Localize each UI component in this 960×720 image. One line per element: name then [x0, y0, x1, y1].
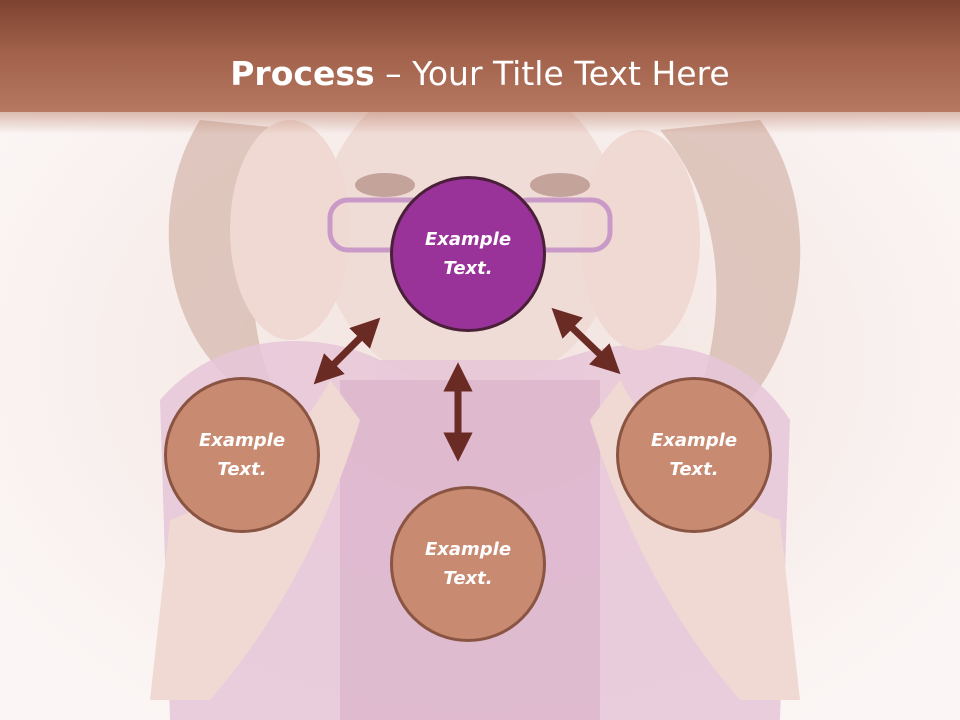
node-bottom-line2: Text. [443, 568, 493, 589]
node-center: Example Text. [390, 176, 546, 332]
arrow-center-left [313, 317, 381, 385]
title-bar-fade [0, 108, 960, 134]
node-right-line2: Text. [669, 459, 719, 480]
node-left-line2: Text. [217, 459, 267, 480]
node-center-line2: Text. [443, 258, 493, 279]
node-left-line1: Example [198, 430, 286, 451]
node-center-label: Example Text. [408, 225, 528, 283]
title-bar [0, 0, 960, 112]
node-bottom-line1: Example [424, 539, 512, 560]
node-right-label: Example Text. [634, 426, 754, 484]
title-strong: Process [230, 54, 375, 93]
title-rest: – Your Title Text Here [374, 54, 730, 93]
node-right: Example Text. [616, 377, 772, 533]
node-bottom-label: Example Text. [408, 535, 528, 593]
slide-title: Process – Your Title Text Here [0, 52, 960, 96]
arrow-center-right [551, 307, 621, 375]
node-left: Example Text. [164, 377, 320, 533]
node-center-line1: Example [424, 229, 512, 250]
node-bottom: Example Text. [390, 486, 546, 642]
node-left-label: Example Text. [182, 426, 302, 484]
node-right-line1: Example [650, 430, 738, 451]
